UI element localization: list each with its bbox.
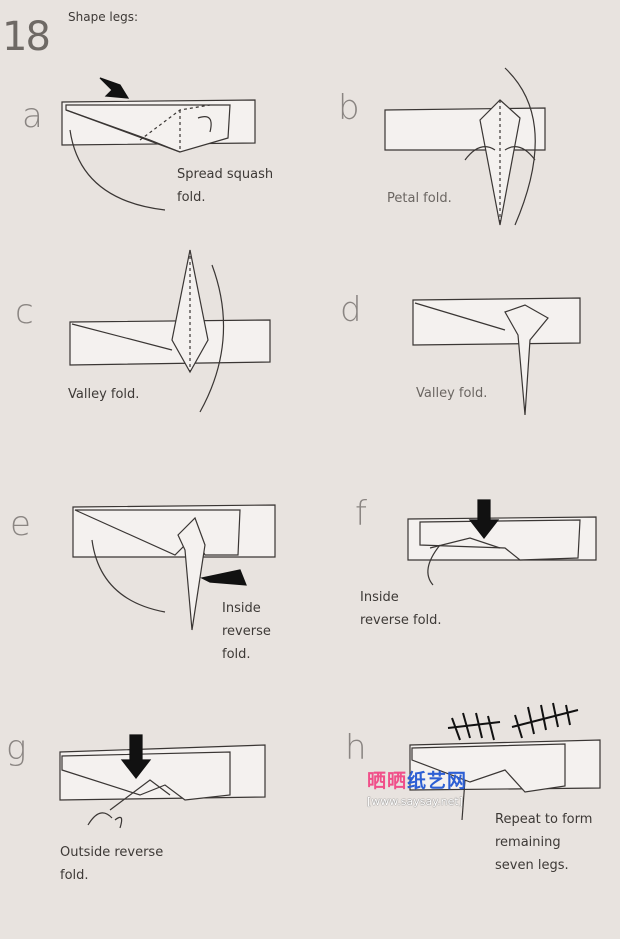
diagram-b [384,67,546,226]
step-number: 18 [2,14,51,60]
diagram-c [69,249,271,413]
panel-d-letter: d [340,290,362,330]
panel-b-letter: b [338,88,360,128]
panel-a-letter: a [22,96,43,136]
panel-h-letter: h [345,728,367,768]
caption-d: Valley fold. [416,386,488,401]
diagram-h [409,702,601,821]
diagram-d [412,297,581,416]
panel-e-letter: e [10,504,31,544]
caption-c: Valley fold. [68,387,140,402]
diagram-e [72,504,276,631]
watermark-brand-pink: 晒晒 [367,770,408,792]
watermark-brand-blue: 纸艺网 [407,770,468,792]
step-title: Shape legs: [68,10,139,24]
panel-c-letter: c [15,292,34,332]
panel-g-letter: g [6,728,27,768]
watermark: 晒晒纸艺网 [www.saysay.net] [367,766,467,808]
panel-f-letter: f [355,494,367,534]
diagram-a [61,77,256,211]
diagram-f [407,499,597,586]
watermark-url: [www.saysay.net] [367,795,464,808]
diagram-g [59,734,266,829]
caption-b: Petal fold. [387,191,452,206]
